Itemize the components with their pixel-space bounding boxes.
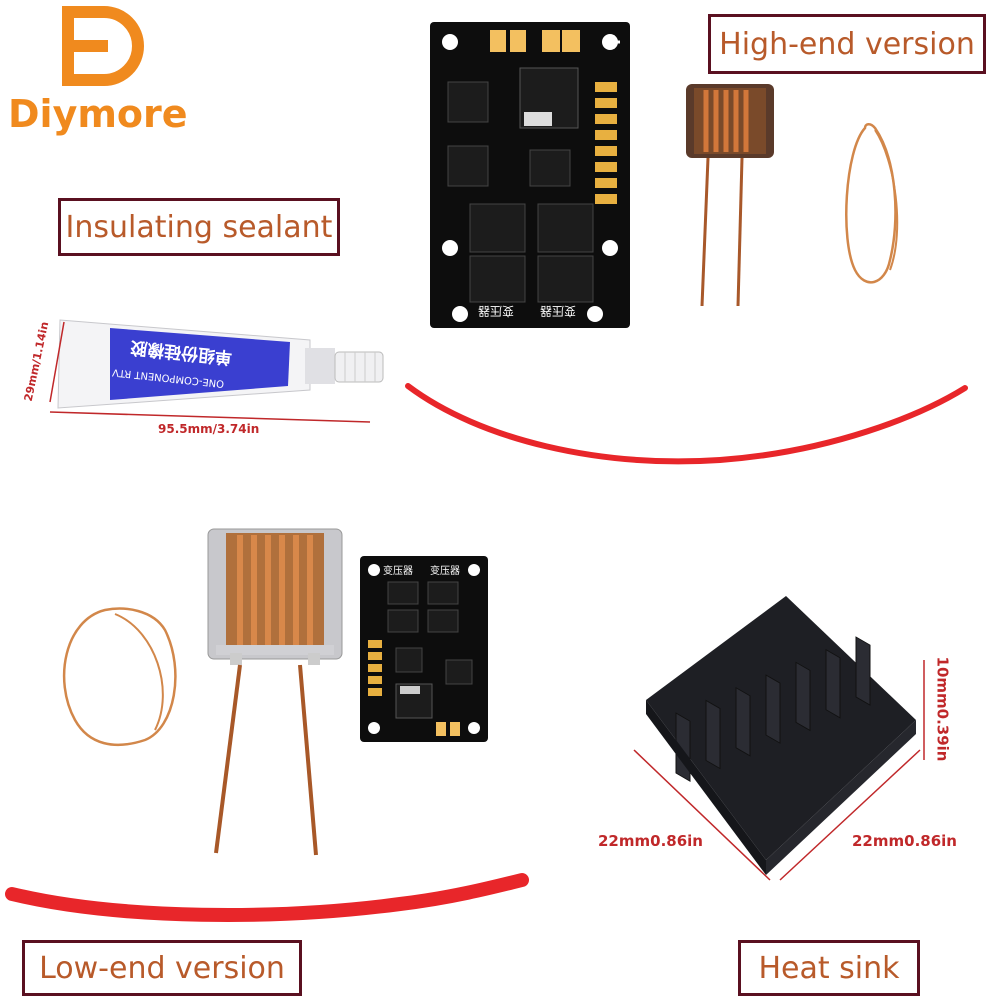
- heatsink-width-left-dimension: 22mm0.86in: [598, 832, 703, 850]
- high-end-driver-board: [430, 22, 630, 328]
- tube-dimension-arrows: [49, 321, 371, 423]
- high-end-label: High-end version: [708, 14, 986, 74]
- heatsink-dimension-arrows: [633, 660, 925, 881]
- red-silicone-wire-top: [405, 383, 968, 465]
- low-end-label: Low-end version: [22, 940, 302, 996]
- heat-sink-image: [646, 596, 916, 875]
- heat-sink-label: Heat sink: [738, 940, 920, 996]
- brand-name: Diymore: [8, 92, 188, 136]
- low-end-driver-board: [360, 556, 488, 742]
- tube-length-dimension: 95.5mm/3.74in: [158, 422, 260, 436]
- heatsink-height-dimension: 10mm0.39in: [933, 656, 952, 762]
- heatsink-width-right-dimension: 22mm0.86in: [852, 832, 957, 850]
- sealant-tube: [57, 319, 384, 409]
- insulating-sealant-label: Insulating sealant: [58, 198, 340, 256]
- big-board-label-left: 变压器: [478, 304, 515, 318]
- red-silicone-wire-bottom: [5, 873, 529, 922]
- brand-logo-icon: [62, 5, 144, 86]
- low-end-coil: [207, 528, 343, 856]
- copper-wire-loop-top: [845, 123, 899, 284]
- small-board-label-left: 变压器: [383, 566, 413, 577]
- high-end-coil: [686, 84, 774, 307]
- small-board-label-right: 变压器: [430, 566, 460, 577]
- copper-wire-loop-left: [62, 607, 177, 747]
- big-board-label-right: 变压器: [540, 304, 577, 318]
